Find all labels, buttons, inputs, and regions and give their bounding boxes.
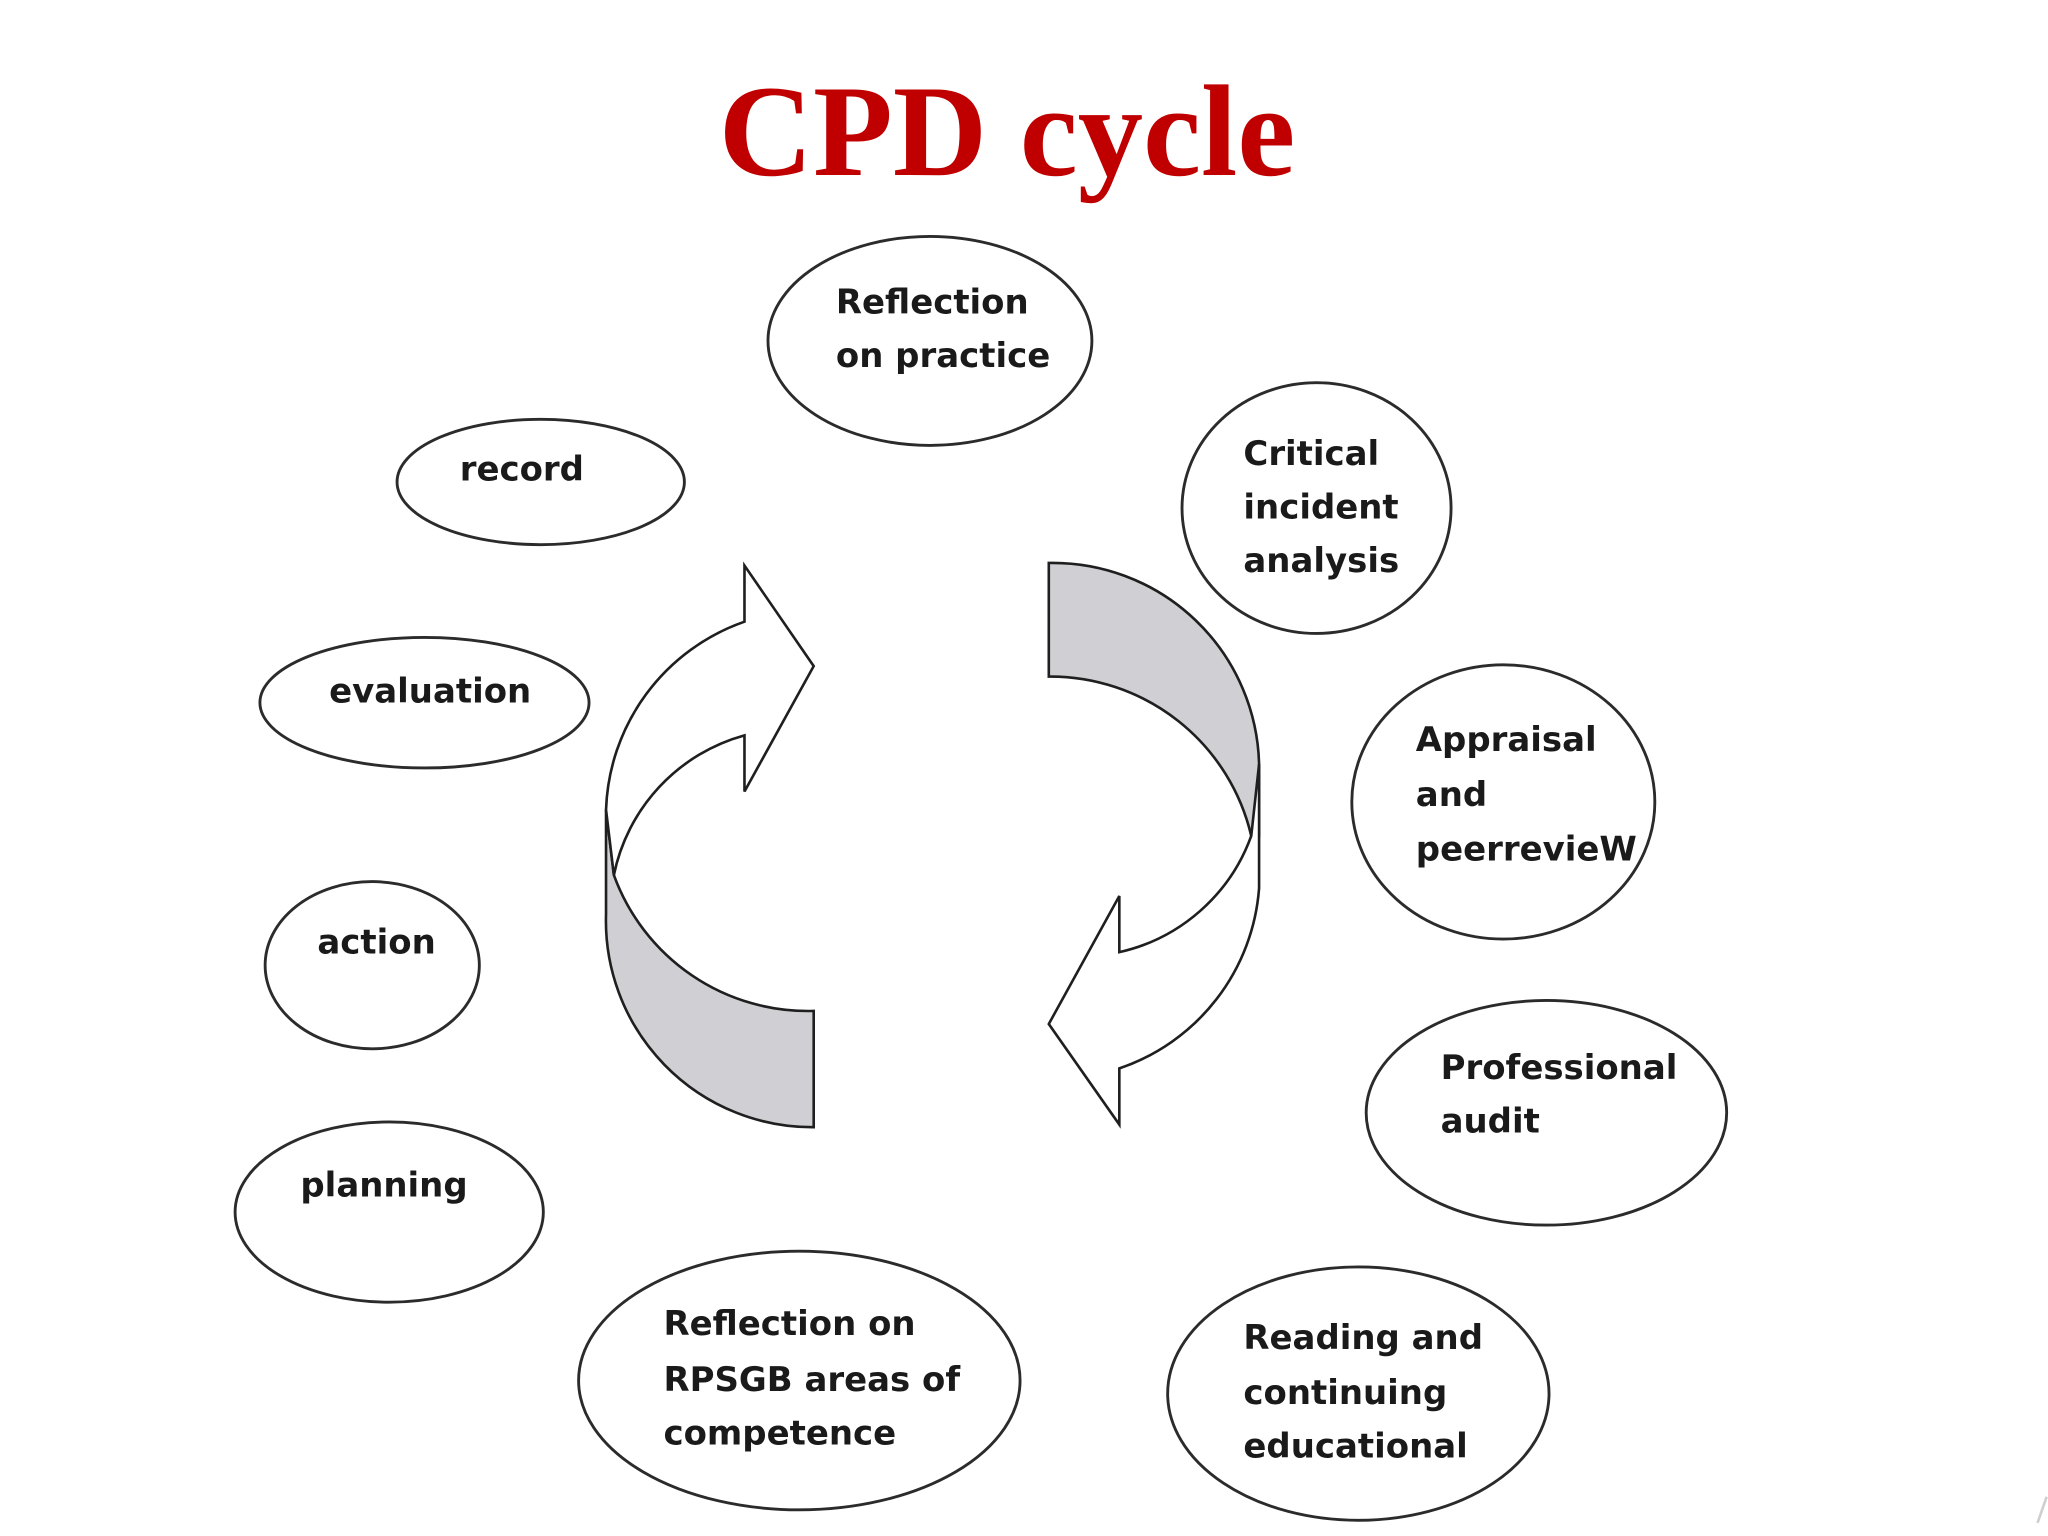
- oval-evaluation: [258, 635, 591, 770]
- label-record: record: [460, 450, 584, 490]
- label-evaluation: evaluation: [329, 672, 531, 712]
- oval-professional-audit: [1364, 999, 1729, 1227]
- label-reflection-on-practice: Reflection on practice: [836, 282, 1050, 376]
- label-action: action: [317, 922, 435, 962]
- label-reading-continuing-education: Reading and continuing educational: [1243, 1318, 1488, 1466]
- label-rpsgb-competence: Reflection on RPSGB areas of competence: [663, 1304, 965, 1454]
- corner-mark: [2036, 1496, 2048, 1524]
- oval-rpsgb-competence: [577, 1249, 1022, 1512]
- oval-planning: [233, 1120, 545, 1304]
- label-planning: planning: [300, 1165, 467, 1205]
- oval-critical-incident-analysis: [1180, 381, 1453, 635]
- slide-title: CPD cycle: [718, 58, 1296, 204]
- label-critical-incident-analysis: Critical incident analysis: [1243, 434, 1403, 581]
- right-arrow-head: [1047, 763, 1261, 1129]
- left-cycle-arrow: [604, 561, 816, 1129]
- oval-reading-continuing-education: [1166, 1265, 1551, 1522]
- oval-reflection-on-practice: [766, 234, 1094, 447]
- right-cycle-arrow: [1047, 561, 1261, 1129]
- oval-action: [263, 880, 481, 1051]
- oval-record: [395, 417, 686, 547]
- left-arrow-head: [604, 561, 816, 876]
- label-appraisal-peer-review: Appraisal and peerrevieW: [1416, 720, 1637, 870]
- oval-appraisal-peer-review: [1350, 663, 1657, 941]
- left-arrow-shaded-band: [604, 809, 816, 1129]
- label-professional-audit: Professional audit: [1441, 1048, 1683, 1142]
